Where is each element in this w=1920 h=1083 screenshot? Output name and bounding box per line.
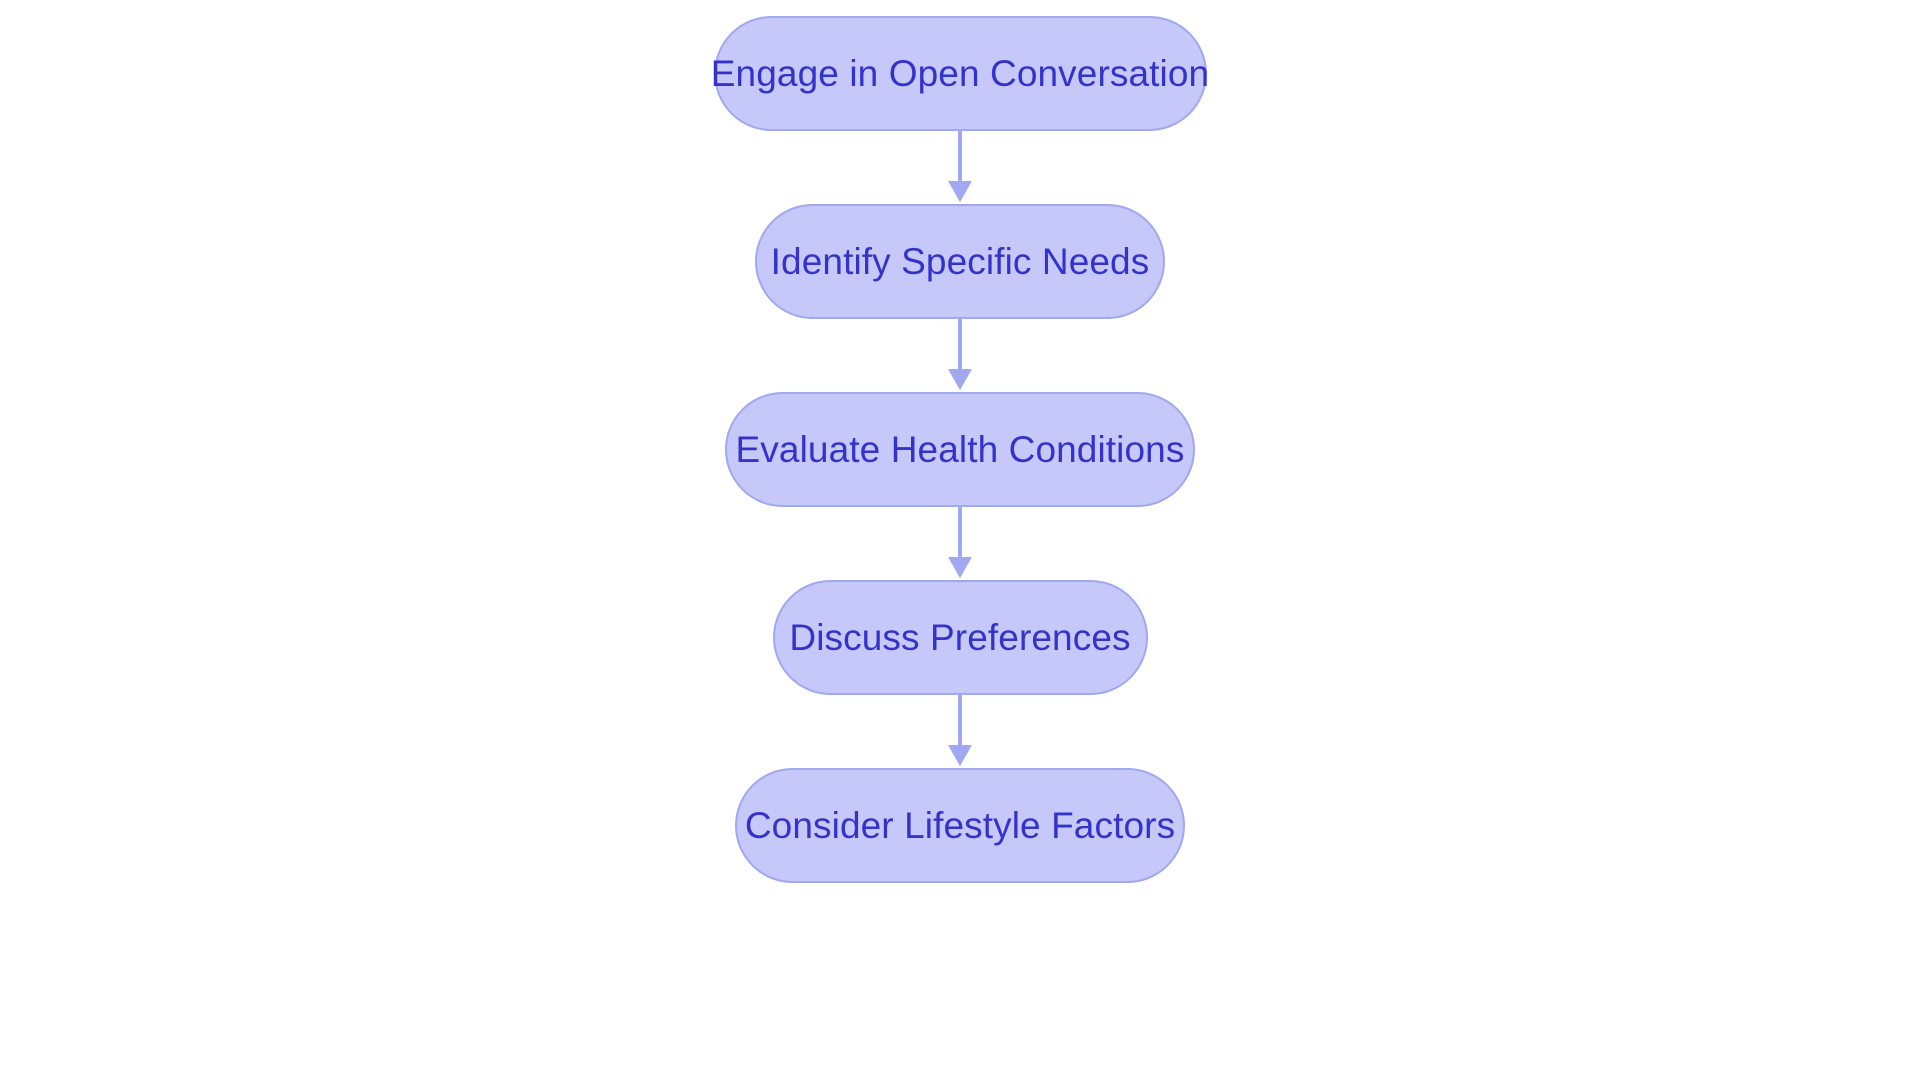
flowchart-node-3-label: Evaluate Health Conditions [735, 429, 1185, 470]
flowchart-node-4-label: Discuss Preferences [789, 617, 1131, 658]
flowchart-node-2-label: Identify Specific Needs [770, 241, 1150, 282]
flowchart-node-3[interactable]: Evaluate Health Conditions [725, 392, 1195, 507]
flowchart-node-4[interactable]: Discuss Preferences [772, 580, 1148, 695]
arrow-down-icon-1 [948, 131, 972, 202]
flowchart-node-5[interactable]: Consider Lifestyle Factors [735, 768, 1185, 883]
arrow-down-icon-2 [948, 319, 972, 390]
arrow-down-icon-4 [948, 695, 972, 766]
flowchart-node-2[interactable]: Identify Specific Needs [755, 204, 1165, 319]
flowchart-node-5-label: Consider Lifestyle Factors [744, 805, 1176, 846]
flowchart-node-1-label: Engage in Open Conversation [710, 53, 1210, 94]
arrow-down-icon-3 [948, 507, 972, 578]
flowchart-node-1[interactable]: Engage in Open Conversation [711, 16, 1209, 131]
